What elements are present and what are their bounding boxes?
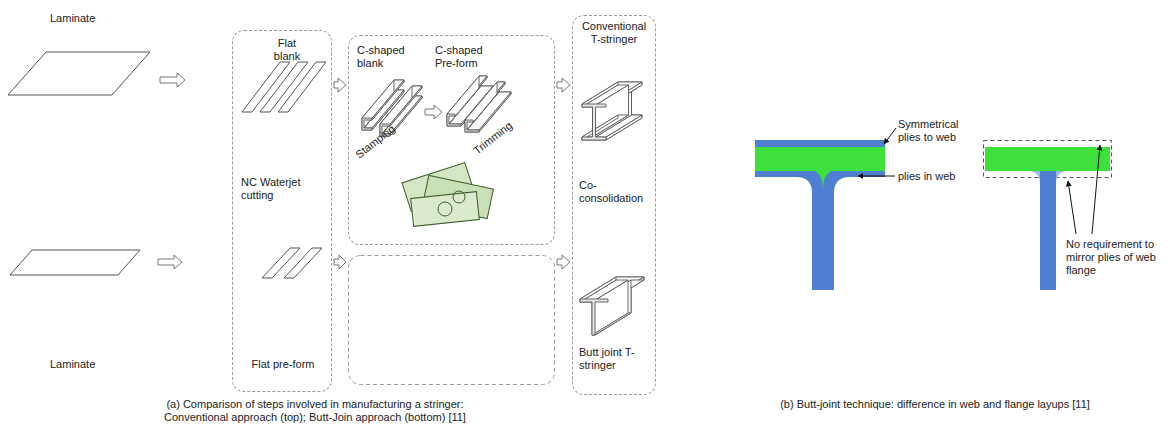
annotation-label: plies in web bbox=[898, 170, 972, 183]
step-label: Stamping bbox=[353, 122, 398, 161]
step-label: Trimming bbox=[471, 119, 515, 157]
solid-face bbox=[447, 114, 461, 126]
process-arrow bbox=[557, 78, 570, 92]
annotation-label: No requirement to mirror plies of web fl… bbox=[1066, 238, 1164, 278]
process-arrow bbox=[557, 255, 570, 269]
step-label: Flat pre-form bbox=[245, 358, 321, 371]
process-step-box: C-shaped blank C-shaped Pre-formStamping T… bbox=[348, 35, 555, 245]
step-label: Conventional T-stringer bbox=[576, 20, 652, 46]
empty-step-box bbox=[349, 256, 555, 385]
flat-preform bbox=[284, 248, 322, 278]
process-arrow bbox=[158, 255, 182, 269]
stringer-solids bbox=[362, 76, 644, 335]
laminate-sheet bbox=[8, 52, 150, 95]
solid-face bbox=[582, 115, 618, 140]
figure-caption: (a) Comparison of steps involved in manu… bbox=[140, 398, 490, 424]
flat-blank bbox=[278, 62, 326, 112]
step-label: Butt joint T-stringer bbox=[579, 346, 643, 372]
solid-face bbox=[362, 118, 372, 130]
annotation-label: Symmetrical plies to web bbox=[898, 118, 972, 144]
t-section-conventional bbox=[755, 128, 896, 290]
step-label: Flat blank bbox=[266, 37, 308, 63]
figure-caption: (b) Butt-joint technique: difference in … bbox=[765, 398, 1105, 411]
step-label: C-shaped Pre-form bbox=[435, 44, 499, 70]
annotation-label: Laminate bbox=[50, 358, 130, 371]
solid-face bbox=[580, 277, 616, 302]
process-step-box: Conventional T-stringerCo-consolidationB… bbox=[572, 15, 656, 395]
process-arrow bbox=[334, 255, 346, 269]
process-step-box: Flat blank NC Waterjet cuttingFlat pre-fo… bbox=[232, 30, 332, 392]
process-arrow bbox=[425, 105, 442, 119]
process-arrow bbox=[334, 78, 346, 92]
step-label: NC Waterjet cutting bbox=[241, 176, 301, 202]
annotation-label: Laminate bbox=[50, 12, 130, 25]
step-label: Co-consolidation bbox=[579, 179, 651, 205]
money-bills bbox=[402, 163, 493, 227]
solid-face bbox=[465, 120, 479, 132]
solid-face bbox=[465, 82, 497, 132]
solid-face bbox=[580, 299, 608, 335]
process-arrow bbox=[160, 73, 185, 87]
laminate-sheet bbox=[10, 250, 140, 275]
step-label: C-shaped blank bbox=[357, 44, 415, 70]
solid-face bbox=[582, 104, 606, 140]
